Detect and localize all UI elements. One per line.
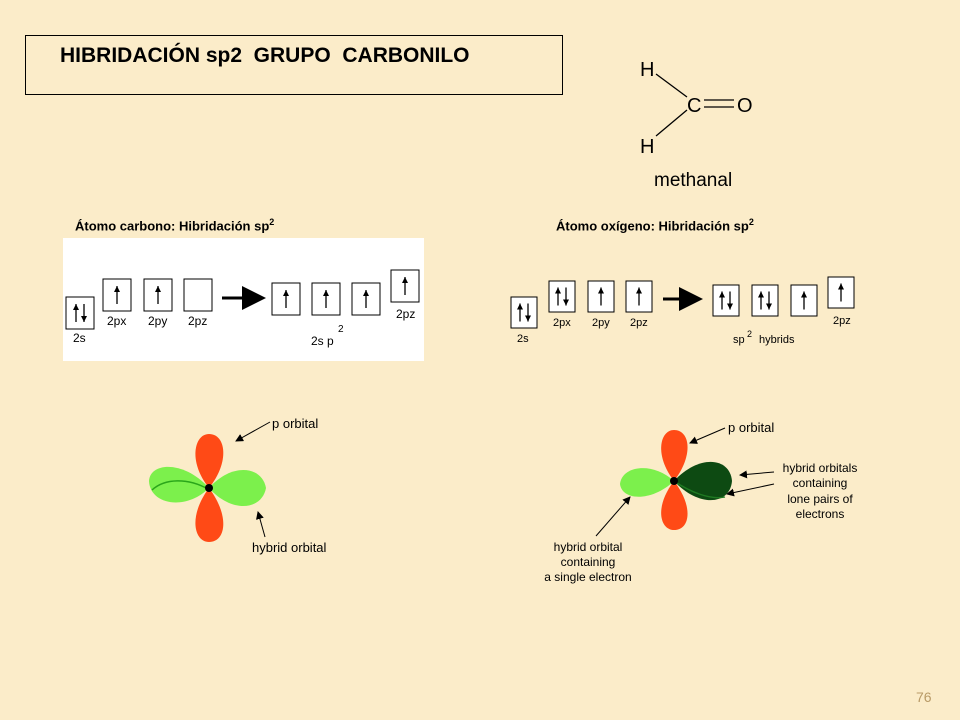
carbon-after-electron-head-up-2 bbox=[363, 290, 369, 296]
oxygen-lone-pair-lobe-edge bbox=[673, 480, 726, 499]
carbon-before-electron-head-up-2 bbox=[155, 286, 161, 292]
bond-ch-bottom bbox=[655, 109, 688, 137]
oxygen-p-lobe-bottom bbox=[661, 481, 688, 530]
oxygen-heading: Átomo oxígeno: Hibridación sp2 bbox=[556, 217, 754, 234]
oxygen-p-orbital-label: p orbital bbox=[728, 420, 774, 435]
oxygen-after-electron-head-down-1 bbox=[766, 303, 772, 310]
oxygen-after-electron-head-up-0 bbox=[719, 291, 725, 298]
oxygen-label-2px: 2px bbox=[553, 317, 571, 329]
carbon-label-hybrid-sup: 2 bbox=[338, 324, 344, 335]
title-box: HIBRIDACIÓN sp2 GRUPO CARBONILO bbox=[25, 35, 563, 95]
oxygen-label-2pz: 2pz bbox=[630, 317, 648, 329]
oxygen-hybrid-box-1 bbox=[712, 284, 740, 317]
carbon-p-lobe-bottom bbox=[195, 488, 224, 542]
oxygen-single-electron-lobe bbox=[620, 468, 674, 497]
slide-title: HIBRIDACIÓN sp2 GRUPO CARBONILO bbox=[60, 44, 470, 67]
carbon-hybrid-lobe-left bbox=[149, 466, 209, 503]
carbon-label-2s: 2s bbox=[73, 331, 86, 345]
carbon-box-2pz bbox=[183, 278, 213, 312]
oxygen-before-electron-head-down-0 bbox=[525, 315, 531, 322]
oxygen-lone-pair-pointer-1 bbox=[739, 470, 775, 479]
oxygen-p-pointer bbox=[689, 427, 726, 444]
carbon-after-electron-head-up-1 bbox=[323, 290, 329, 296]
atom-oxygen: O bbox=[737, 95, 753, 117]
carbon-hybrid-lobe-right bbox=[209, 469, 266, 507]
oxygen-before-electron-head-up-0 bbox=[517, 303, 523, 310]
oxygen-electron-arrows bbox=[517, 283, 844, 322]
oxygen-before-electron-head-up-1 bbox=[555, 287, 561, 294]
oxygen-boxes-after bbox=[712, 276, 855, 317]
carbon-before-electron-head-up-1 bbox=[114, 286, 120, 292]
oxygen-label-p: 2pz bbox=[833, 315, 851, 327]
carbon-label-2px: 2px bbox=[107, 314, 126, 328]
carbon-box-2s bbox=[65, 296, 95, 330]
oxygen-after-electron-head-down-0 bbox=[727, 303, 733, 310]
carbon-before-electron-head-up-0 bbox=[73, 304, 79, 310]
oxygen-after-electron-head-up-1 bbox=[758, 291, 764, 298]
atom-h-bottom: H bbox=[640, 136, 654, 158]
bond-ch-top bbox=[655, 73, 688, 98]
oxygen-after-electron-head-up-2 bbox=[801, 291, 807, 298]
carbon-hybrid-pointer bbox=[256, 511, 266, 538]
carbon-heading: Átomo carbono: Hibridación sp2 bbox=[75, 217, 275, 234]
oxygen-lone-label-line-2: containing bbox=[793, 476, 848, 490]
oxygen-orbital-picture: p orbital hybrid orbitals containing lon… bbox=[544, 420, 857, 584]
carbon-boxes-before bbox=[65, 278, 213, 330]
atom-h-top: H bbox=[640, 59, 654, 81]
carbon-p-pointer bbox=[235, 421, 271, 442]
oxygen-lone-label-line-3: lone pairs of bbox=[787, 492, 853, 506]
carbon-label-2py: 2py bbox=[148, 314, 167, 328]
oxygen-lone-pair-pointer-2 bbox=[726, 483, 775, 497]
oxygen-hybrid-box-2 bbox=[751, 284, 779, 317]
oxygen-label-hybrid-suffix: hybrids bbox=[759, 334, 795, 346]
methanal-structure: H C O H methanal bbox=[640, 59, 753, 191]
oxygen-label-hybrid-sup: 2 bbox=[747, 329, 752, 339]
carbon-label-p: 2pz bbox=[396, 307, 415, 321]
oxygen-after-electron-head-up-3 bbox=[838, 283, 844, 290]
carbon-after-electron-head-up-0 bbox=[283, 290, 289, 296]
oxygen-before-electron-head-up-3 bbox=[636, 287, 642, 294]
carbon-after-electron-head-up-3 bbox=[402, 277, 408, 283]
carbon-hybrid-orbital-label: hybrid orbital bbox=[252, 540, 327, 555]
oxygen-lone-pair-lobe-right bbox=[674, 461, 732, 501]
oxygen-single-electron-pointer bbox=[595, 496, 631, 537]
carbon-orbital-picture: p orbital hybrid orbital bbox=[149, 416, 327, 555]
carbon-electron-arrows bbox=[73, 277, 408, 322]
atom-carbon: C bbox=[687, 95, 701, 117]
carbon-before-electron-head-down-0 bbox=[81, 316, 87, 322]
oxygen-single-label-line-3: a single electron bbox=[544, 570, 631, 584]
carbon-p-orbital-label: p orbital bbox=[272, 416, 318, 431]
carbon-label-2pz: 2pz bbox=[188, 314, 207, 328]
carbon-hybrid-lobe-edge bbox=[151, 480, 209, 491]
oxygen-before-electron-head-up-2 bbox=[598, 287, 604, 294]
carbon-label-hybrid: 2s p bbox=[311, 334, 334, 348]
carbon-p-lobe-top bbox=[195, 434, 224, 488]
oxygen-single-label-line-1: hybrid orbital bbox=[554, 540, 623, 554]
page-number: 76 bbox=[916, 689, 932, 705]
oxygen-box-2s bbox=[510, 296, 538, 329]
oxygen-p-lobe-top bbox=[661, 430, 688, 481]
oxygen-box-2px bbox=[548, 280, 576, 313]
oxygen-nucleus bbox=[670, 477, 678, 485]
oxygen-lone-label-line-1: hybrid orbitals bbox=[783, 461, 858, 475]
oxygen-label-2py: 2py bbox=[592, 317, 610, 329]
oxygen-before-electron-head-down-1 bbox=[563, 299, 569, 306]
oxygen-label-2s: 2s bbox=[517, 333, 529, 345]
carbon-nucleus bbox=[205, 484, 213, 492]
oxygen-single-label-line-2: containing bbox=[561, 555, 616, 569]
oxygen-lone-label-line-4: electrons bbox=[796, 507, 845, 521]
oxygen-label-hybrid: sp bbox=[733, 334, 745, 346]
molecule-caption: methanal bbox=[654, 170, 732, 191]
